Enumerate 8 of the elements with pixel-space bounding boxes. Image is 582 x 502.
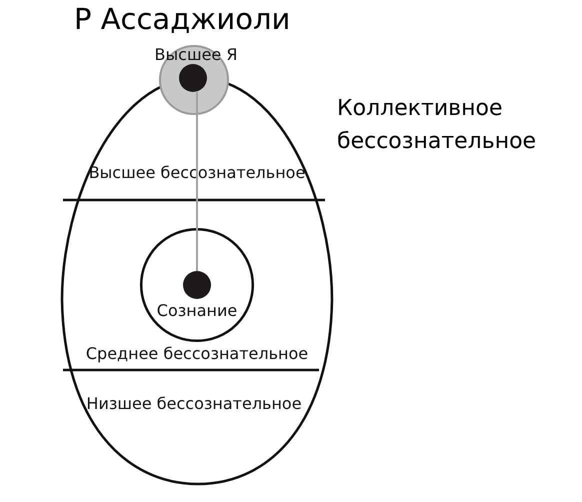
title: Р Ассаджиоли [74, 2, 290, 36]
outer-label: Коллективное бессознательное [337, 95, 538, 156]
region-label: Среднее бессознательное [86, 345, 308, 363]
region-label: Высшее бессознательное [88, 164, 306, 182]
region-label: Высшее Я [154, 46, 238, 64]
region-label: Сознание [156, 302, 238, 320]
region-label: Низшее бессознательное [86, 395, 302, 413]
connector-line [196, 92, 198, 271]
